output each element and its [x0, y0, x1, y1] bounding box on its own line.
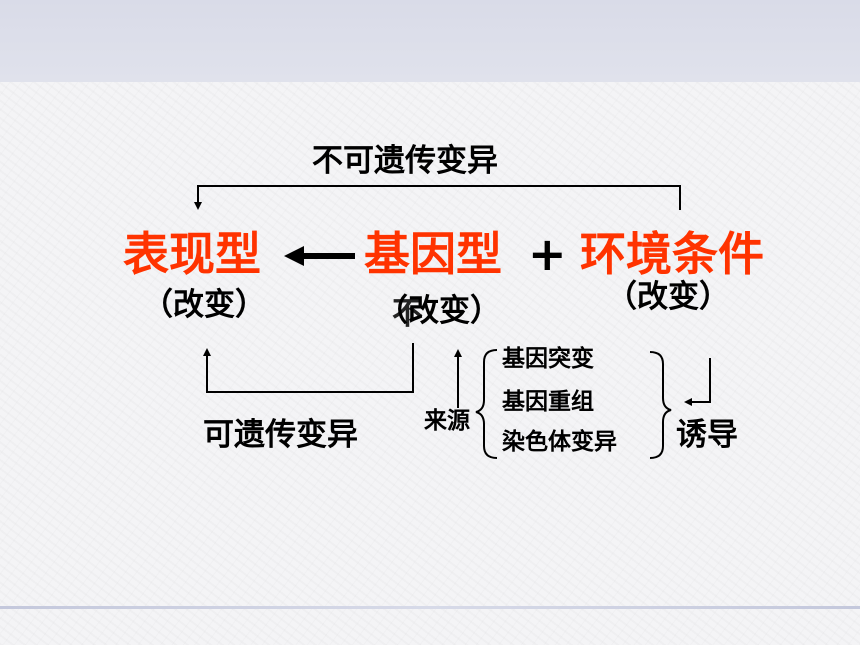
source-item-gene-mutation: 基因突变: [502, 346, 594, 372]
phenotype-label: 表现型: [123, 227, 261, 281]
phenotype-change-note: （改变）: [142, 287, 266, 323]
top-bracket-arrow: [194, 185, 681, 210]
genotype-label: 基因型: [364, 227, 502, 281]
source-item-chromosome-variation: 染色体变异: [502, 429, 617, 455]
sources-right-brace: [649, 351, 672, 459]
induce-label: 诱导: [676, 417, 738, 453]
bottom-bracket-arrow: [203, 343, 414, 393]
induce-arrow: [684, 358, 711, 406]
sources-left-brace: [475, 349, 498, 459]
source-item-recombination: 基因重组: [502, 389, 594, 415]
footer-line: [0, 606, 860, 609]
genotype-note-overlay: 不: [392, 296, 423, 332]
slide-background: [0, 82, 860, 645]
environment-label: 环境条件: [580, 227, 764, 281]
source-label: 来源: [424, 408, 470, 434]
environment-change-note: （改变）: [606, 279, 730, 315]
plus-sign: +: [528, 227, 567, 281]
heritable-variation-label: 可遗传变异: [203, 417, 358, 453]
genotype-to-phenotype-arrowhead: [284, 246, 304, 266]
genotype-change-note: （改变）: [377, 293, 501, 329]
header-band: [0, 0, 860, 82]
non-heritable-variation-label: 不可遗传变异: [312, 143, 498, 179]
